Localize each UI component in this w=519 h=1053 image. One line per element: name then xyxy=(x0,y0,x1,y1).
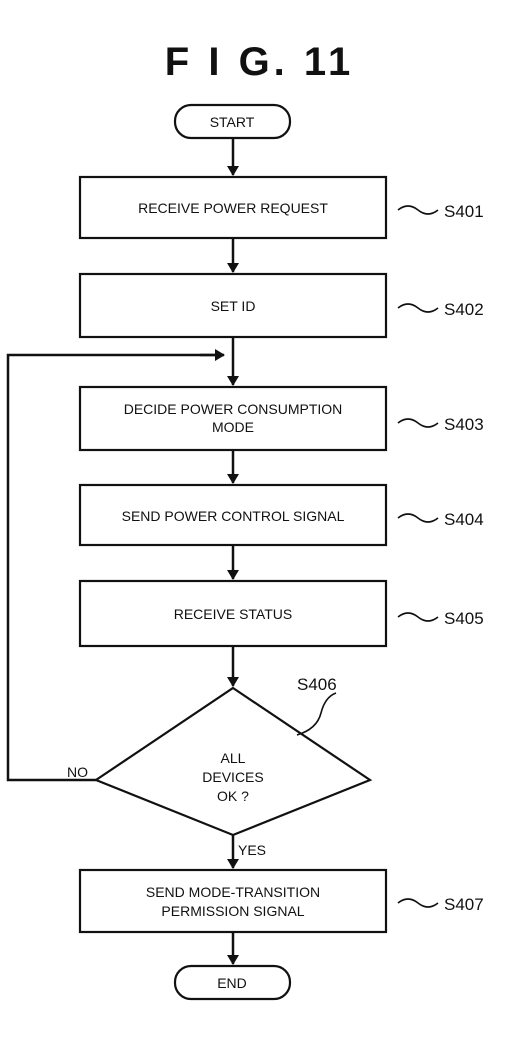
step-id-s403: S403 xyxy=(444,415,484,434)
step-id-s405: S405 xyxy=(444,609,484,628)
step-label: RECEIVE POWER REQUEST xyxy=(138,200,328,216)
step-id-s407: S407 xyxy=(444,895,484,914)
leader-s402 xyxy=(397,303,439,313)
process-box-s401: RECEIVE POWER REQUEST xyxy=(78,175,388,240)
decision-label-line1: ALL xyxy=(221,750,246,766)
step-id-s402: S402 xyxy=(444,300,484,319)
leader-s403 xyxy=(397,418,439,428)
yes-label: YES xyxy=(238,842,266,858)
step-id-s404: S404 xyxy=(444,510,484,529)
step-label-line2: PERMISSION SIGNAL xyxy=(161,903,304,919)
no-label: NO xyxy=(67,764,88,780)
step-label-line1: DECIDE POWER CONSUMPTION xyxy=(124,401,343,417)
leader-s405 xyxy=(397,612,439,622)
start-label: START xyxy=(210,114,255,130)
step-label-line2: MODE xyxy=(212,419,254,435)
leader-s404 xyxy=(397,513,439,523)
step-label: SET ID xyxy=(211,298,256,314)
loop-back-line xyxy=(6,353,222,782)
step-id-s401: S401 xyxy=(444,202,484,221)
start-terminal: START xyxy=(173,103,292,140)
process-box-s402: SET ID xyxy=(78,272,388,339)
process-box-s403: DECIDE POWER CONSUMPTION MODE xyxy=(78,385,388,452)
step-label-line1: SEND MODE-TRANSITION xyxy=(146,884,320,900)
decision-label-line2: DEVICES xyxy=(202,769,263,785)
end-label: END xyxy=(217,975,247,991)
end-terminal: END xyxy=(173,964,292,1001)
figure-title: F I G. 11 xyxy=(164,40,355,84)
step-label: RECEIVE STATUS xyxy=(174,606,293,622)
decision-label-line3: OK ? xyxy=(217,788,249,804)
leader-s401 xyxy=(397,205,439,215)
process-box-s407: SEND MODE-TRANSITION PERMISSION SIGNAL xyxy=(78,868,388,934)
step-label: SEND POWER CONTROL SIGNAL xyxy=(122,508,345,524)
leader-s406 xyxy=(296,692,337,736)
process-box-s405: RECEIVE STATUS xyxy=(78,579,388,648)
step-id-s406: S406 xyxy=(297,675,337,694)
decision-diamond-s406: ALL DEVICES OK ? xyxy=(93,686,373,837)
leader-s407 xyxy=(397,898,439,908)
process-box-s404: SEND POWER CONTROL SIGNAL xyxy=(78,483,388,547)
